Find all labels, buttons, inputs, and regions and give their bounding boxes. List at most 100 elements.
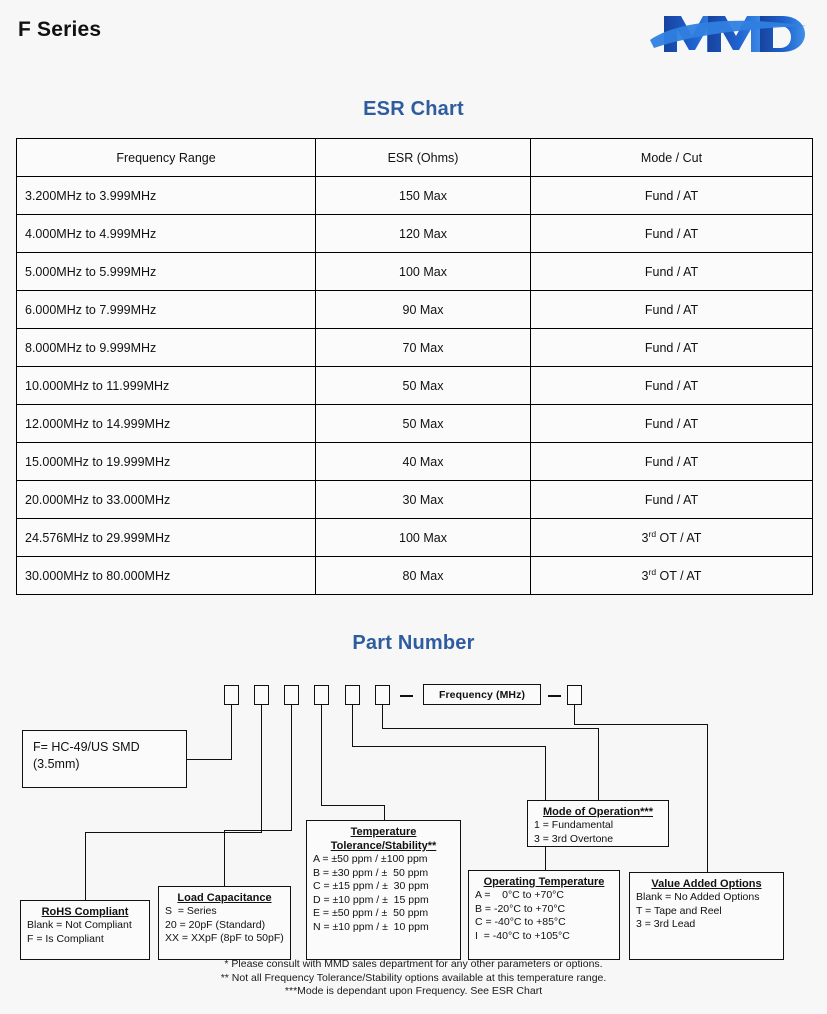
leader-line xyxy=(321,805,385,806)
footnote-marker: ** xyxy=(427,840,437,852)
operating-temperature-line-3: C = -40°C to +85°C xyxy=(475,916,566,928)
cell-mode-cut: Fund / AT xyxy=(530,176,813,215)
temperature-stability-line-1: A = ±50 ppm / ±100 ppm xyxy=(313,853,428,865)
callout-package-family: F= HC-49/US SMD (3.5mm) xyxy=(22,730,187,788)
operating-temperature-line-4: I = -40°C to +105°C xyxy=(475,929,570,942)
footnote-marker: *** xyxy=(640,806,653,818)
rohs-caption: RoHS Compliant xyxy=(41,906,129,918)
cell-mode-cut: Fund / AT xyxy=(530,290,813,329)
leader-line xyxy=(261,705,262,832)
leader-line xyxy=(231,705,232,759)
temperature-stability-line-5: E = ±50 ppm / ± 50 ppm xyxy=(313,907,429,919)
value-added-options-line-3: 3 = 3rd Lead xyxy=(636,918,696,930)
leader-line xyxy=(352,746,546,747)
cell-mode-cut: Fund / AT xyxy=(530,214,813,253)
cell-esr-ohms: 90 Max xyxy=(315,290,531,329)
cell-frequency-range: 30.000MHz to 80.000MHz xyxy=(16,556,316,595)
footnote-1: * Please consult with MMD sales departme… xyxy=(224,958,603,970)
mmd-logo xyxy=(648,10,808,58)
cell-mode-cut: 3rd OT / AT xyxy=(530,518,813,557)
temperature-stability-line-4: D = ±10 ppm / ± 15 ppm xyxy=(313,893,429,906)
code-box-2[interactable] xyxy=(254,685,269,705)
callout-operating-temperature: Operating Temperature A = 0°C to +70°C B… xyxy=(468,870,620,960)
cell-esr-ohms: 100 Max xyxy=(315,252,531,291)
leader-line xyxy=(707,724,708,873)
code-box-7[interactable] xyxy=(567,685,582,705)
callout-mode-of-operation: Mode of Operation*** 1 = Fundamental 3 =… xyxy=(527,800,669,847)
mode-of-operation-line-2: 3 = 3rd Overtone xyxy=(534,832,614,845)
value-added-options-line-1: Blank = No Added Options xyxy=(636,891,760,903)
mode-of-operation-line-1: 1 = Fundamental xyxy=(534,819,614,831)
rohs-line-2: F = Is Compliant xyxy=(27,932,104,945)
cell-frequency-range: 10.000MHz to 11.999MHz xyxy=(16,366,316,405)
leader-line xyxy=(187,759,232,760)
cell-mode-cut: Fund / AT xyxy=(530,480,813,519)
frequency-field-box[interactable]: Frequency (MHz) xyxy=(423,684,541,705)
family-line-1: F= HC-49/US SMD xyxy=(33,740,140,754)
esr-chart-heading: ESR Chart xyxy=(363,98,464,120)
leader-line xyxy=(224,830,292,831)
code-box-4[interactable] xyxy=(314,685,329,705)
callout-rohs-compliant: RoHS Compliant Blank = Not Compliant F =… xyxy=(20,900,150,960)
operating-temperature-line-1: A = 0°C to +70°C xyxy=(475,889,564,901)
page-title: F Series xyxy=(18,18,102,41)
load-capacitance-line-2: 20 = 20pF (Standard) xyxy=(165,918,266,931)
temperature-stability-line-6: N = ±10 ppm / ± 10 ppm xyxy=(313,920,429,933)
cell-esr-ohms: 150 Max xyxy=(315,176,531,215)
cell-frequency-range: 12.000MHz to 14.999MHz xyxy=(16,404,316,443)
temperature-stability-caption-line-1: Temperature xyxy=(350,826,417,838)
cell-frequency-range: 8.000MHz to 9.999MHz xyxy=(16,328,316,367)
temperature-stability-line-2: B = ±30 ppm / ± 50 ppm xyxy=(313,866,429,879)
value-added-options-line-2: T = Tape and Reel xyxy=(636,904,722,917)
temperature-stability-line-3: C = ±15 ppm / ± 30 ppm xyxy=(313,880,429,892)
code-box-6[interactable] xyxy=(375,685,390,705)
cell-mode-cut: Fund / AT xyxy=(530,366,813,405)
page-header: F Series xyxy=(0,0,827,70)
cell-mode-cut: Fund / AT xyxy=(530,404,813,443)
load-capacitance-caption: Load Capacitance xyxy=(177,892,272,904)
load-capacitance-line-1: S = Series xyxy=(165,905,217,917)
code-box-1[interactable] xyxy=(224,685,239,705)
leader-line xyxy=(85,832,86,901)
temperature-stability-caption-line-2: Tolerance/Stability** xyxy=(330,840,437,852)
cell-esr-ohms: 50 Max xyxy=(315,366,531,405)
separator-dash-2 xyxy=(548,695,561,697)
cell-frequency-range: 15.000MHz to 19.999MHz xyxy=(16,442,316,481)
footnotes: * Please consult with MMD sales departme… xyxy=(0,958,827,999)
table-header-row: Frequency Range ESR (Ohms) Mode / Cut xyxy=(16,138,813,177)
code-box-5[interactable] xyxy=(345,685,360,705)
code-box-3[interactable] xyxy=(284,685,299,705)
callout-load-capacitance: Load Capacitance S = Series 20 = 20pF (S… xyxy=(158,886,291,960)
cell-frequency-range: 24.576MHz to 29.999MHz xyxy=(16,518,316,557)
operating-temperature-caption: Operating Temperature xyxy=(483,876,605,888)
part-number-diagram: Frequency (MHz) F= HC-49/US SMD (3.5mm) … xyxy=(0,660,827,1014)
cell-frequency-range: 20.000MHz to 33.000MHz xyxy=(16,480,316,519)
part-number-heading: Part Number xyxy=(352,632,475,654)
cell-mode-cut: Fund / AT xyxy=(530,442,813,481)
cell-frequency-range: 3.200MHz to 3.999MHz xyxy=(16,176,316,215)
cell-esr-ohms: 50 Max xyxy=(315,404,531,443)
cell-frequency-range: 4.000MHz to 4.999MHz xyxy=(16,214,316,253)
mode-of-operation-caption: Mode of Operation*** xyxy=(542,806,653,818)
cell-mode-cut: Fund / AT xyxy=(530,252,813,291)
cell-mode-cut: Fund / AT xyxy=(530,328,813,367)
leader-line xyxy=(598,728,599,801)
footnote-2: ** Not all Frequency Tolerance/Stability… xyxy=(220,971,607,984)
footnote-3: ***Mode is dependant upon Frequency. See… xyxy=(284,985,543,997)
cell-frequency-range: 6.000MHz to 7.999MHz xyxy=(16,290,316,329)
leader-line xyxy=(224,830,225,887)
cell-esr-ohms: 100 Max xyxy=(315,518,531,557)
esr-chart-table: Frequency Range ESR (Ohms) Mode / Cut 3.… xyxy=(16,138,813,595)
leader-line xyxy=(291,705,292,830)
leader-line xyxy=(321,705,322,805)
leader-line xyxy=(352,705,353,746)
cell-esr-ohms: 30 Max xyxy=(315,480,531,519)
